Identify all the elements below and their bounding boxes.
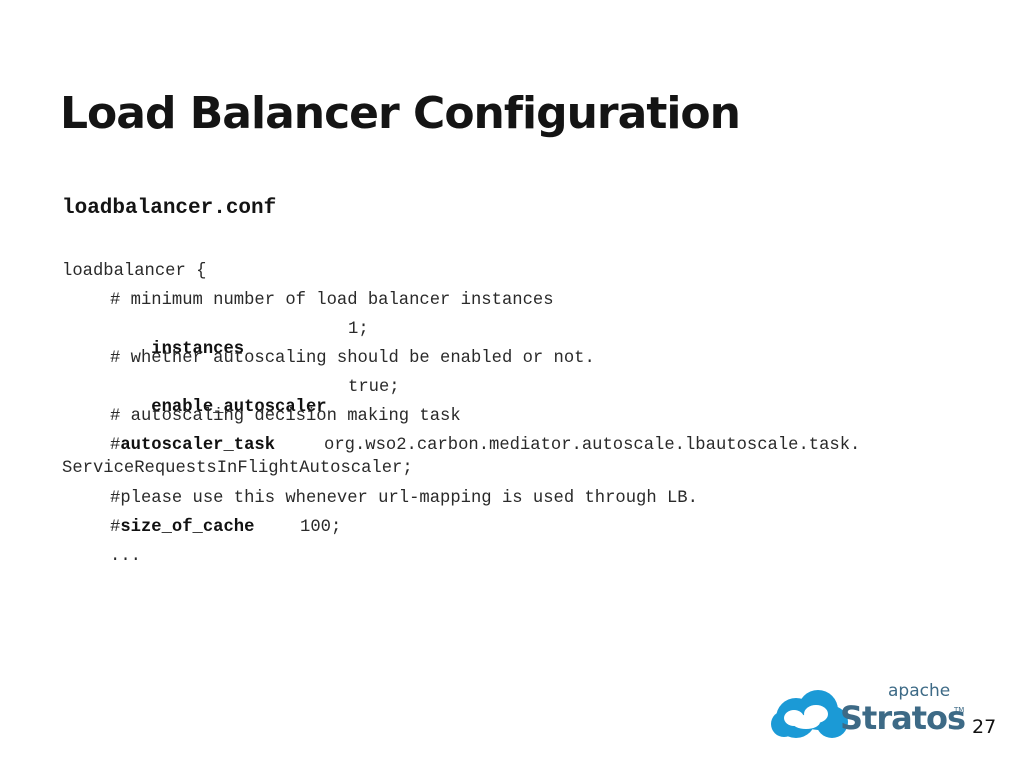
page-number: 27 — [972, 716, 997, 738]
logo-stratos-text: Stratos — [840, 699, 965, 737]
code-value-autoscaler-task-cont: ServiceRequestsInFlightAutoscaler; — [62, 459, 413, 478]
code-comment-min-instances: # minimum number of load balancer instan… — [110, 291, 554, 310]
logo-tm-text: TM — [953, 706, 964, 714]
code-key-size-of-cache: size_of_cache — [120, 518, 255, 537]
code-key-enable-autoscaler: enable_autoscaler — [151, 398, 327, 417]
code-line-open: loadbalancer { — [62, 262, 207, 281]
code-prefix-autoscaler-task: # — [110, 436, 121, 455]
code-comment-task: # autoscaling decision making task — [110, 407, 461, 426]
code-value-autoscaler-task: org.wso2.carbon.mediator.autoscale.lbaut… — [324, 436, 861, 455]
code-ellipsis: ... — [110, 547, 141, 566]
code-line-instances: instances — [110, 320, 244, 380]
code-comment-cache: #please use this whenever url-mapping is… — [110, 489, 698, 508]
cloud-icon — [771, 690, 848, 738]
logo-apache-text: apache — [888, 681, 950, 701]
code-value-instances: 1; — [348, 320, 369, 339]
config-filename: loadbalancer.conf — [62, 197, 277, 220]
code-key-autoscaler-task: autoscaler_task — [120, 436, 276, 455]
slide-title: Load Balancer Configuration — [60, 88, 741, 139]
code-line-size-of-cache: #size_of_cache — [110, 518, 254, 538]
code-line-autoscaler-task: #autoscaler_task — [110, 436, 275, 456]
code-key-instances: instances — [151, 340, 245, 359]
code-prefix-size-of-cache: # — [110, 518, 121, 537]
code-value-size-of-cache: 100; — [300, 518, 342, 537]
code-comment-autoscaling: # whether autoscaling should be enabled … — [110, 349, 595, 368]
code-line-enable-autoscaler: enable_autoscaler — [110, 378, 327, 438]
code-value-enable-autoscaler: true; — [348, 378, 400, 397]
apache-stratos-logo: apache Stratos TM — [771, 681, 966, 738]
